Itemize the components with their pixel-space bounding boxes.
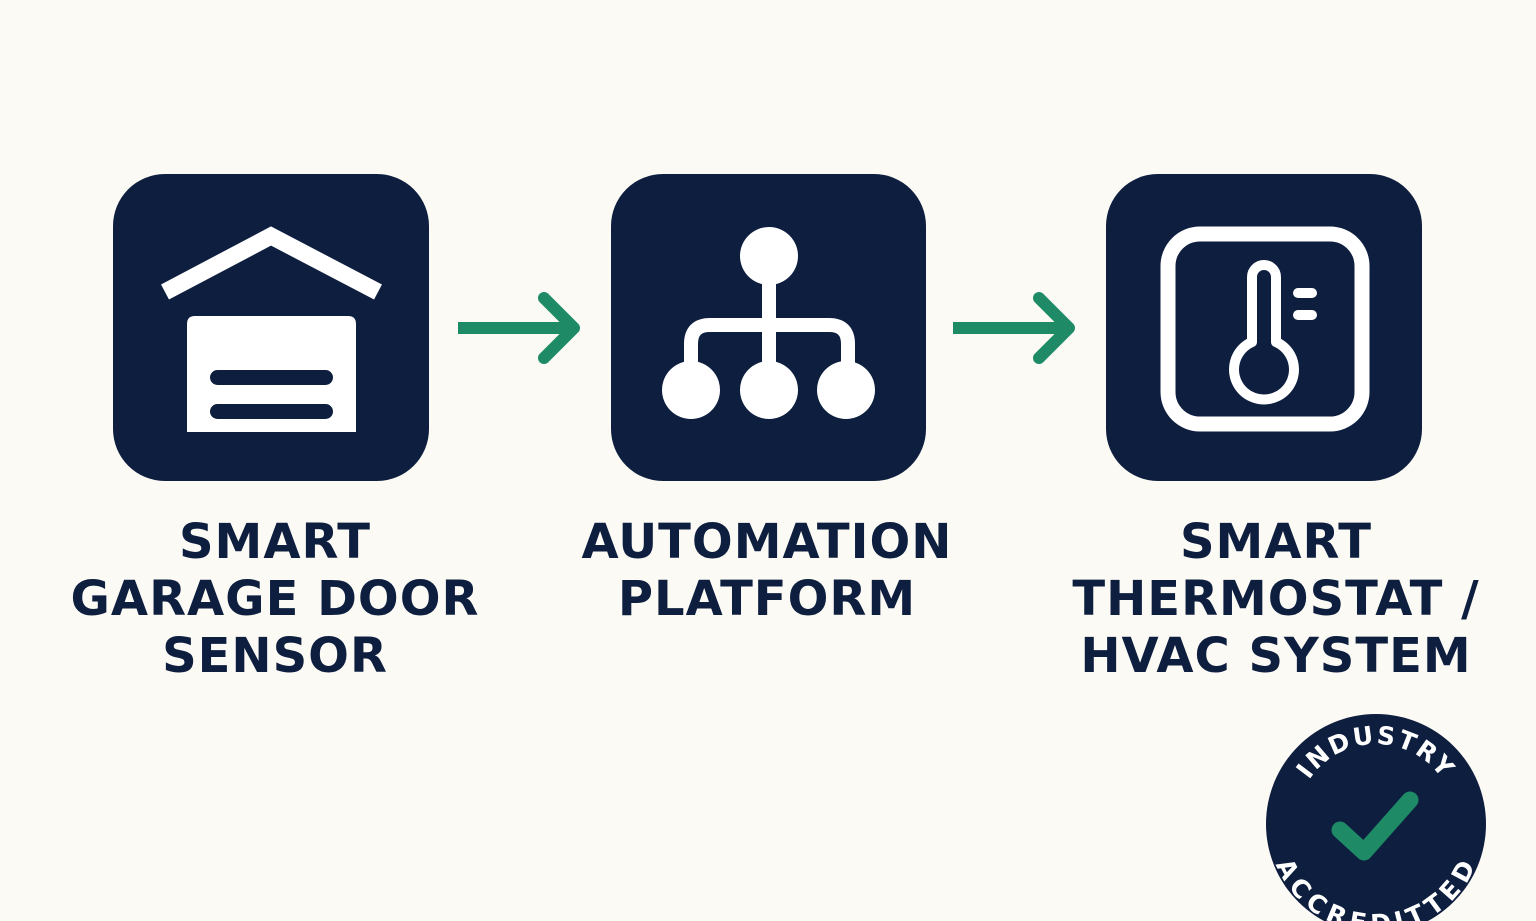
label-line: SMART: [1179, 514, 1373, 570]
badge-seal-icon: [1266, 714, 1486, 921]
checkmark-icon: [1331, 791, 1419, 861]
automation-platform-tile: [611, 174, 926, 481]
label-line: GARAGE DOOR: [70, 571, 480, 627]
right-arrow-icon: [458, 292, 580, 364]
accreditation-badge: INDUSTRY ACCREDITTED: [1266, 714, 1486, 921]
thermostat-hvac-label: SMART THERMOSTAT / HVAC SYSTEM: [1056, 514, 1496, 685]
automation-platform-label: AUTOMATION PLATFORM: [547, 514, 987, 628]
network-hub-icon: [662, 227, 875, 419]
thermostat-icon: [1160, 226, 1370, 432]
label-line: AUTOMATION: [581, 514, 953, 570]
garage-door-icon: [161, 226, 382, 432]
label-line: HVAC SYSTEM: [1080, 628, 1472, 684]
thermostat-hvac-tile: [1106, 174, 1422, 481]
label-line: THERMOSTAT /: [1072, 571, 1480, 627]
label-line: SENSOR: [162, 628, 388, 684]
label-line: SMART: [178, 514, 372, 570]
garage-sensor-tile: [113, 174, 429, 481]
right-arrow-icon: [953, 292, 1075, 364]
garage-sensor-label: SMART GARAGE DOOR SENSOR: [55, 514, 495, 685]
label-line: PLATFORM: [617, 571, 917, 627]
